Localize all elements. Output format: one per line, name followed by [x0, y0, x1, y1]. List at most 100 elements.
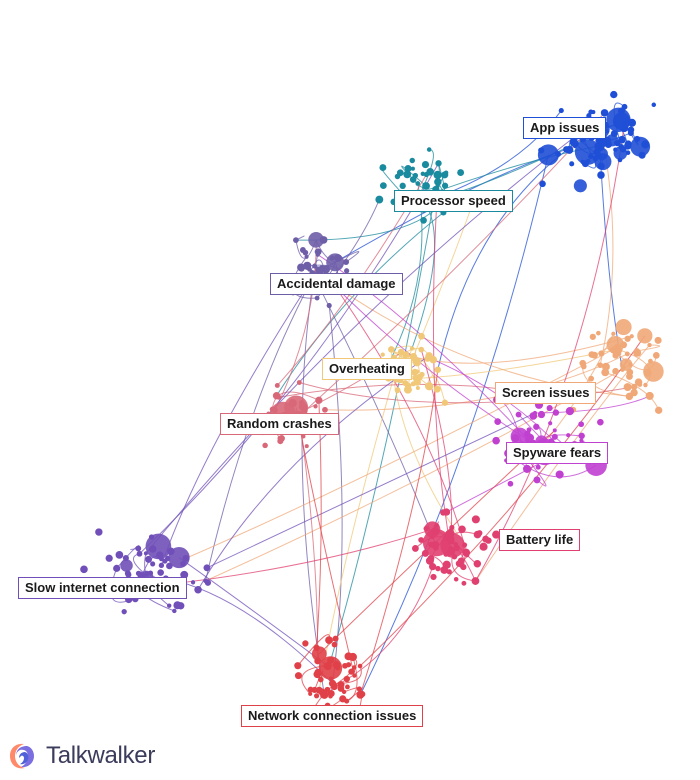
graph-node	[457, 169, 465, 177]
graph-node	[535, 464, 541, 470]
graph-node	[645, 391, 654, 400]
graph-node	[394, 387, 401, 394]
graph-node	[654, 336, 662, 344]
graph-node	[558, 108, 564, 114]
graph-node	[601, 362, 610, 371]
graph-node	[415, 386, 420, 391]
graph-node	[449, 527, 454, 533]
graph-node	[533, 476, 541, 484]
graph-node	[412, 172, 419, 179]
graph-node	[95, 528, 103, 536]
graph-node	[441, 182, 449, 189]
graph-node	[80, 565, 88, 574]
graph-edge	[139, 163, 439, 555]
graph-node	[293, 237, 299, 244]
graph-node	[120, 559, 133, 572]
graph-node	[269, 406, 276, 412]
graph-node	[546, 405, 553, 412]
graph-edge	[274, 239, 317, 411]
graph-node	[341, 689, 347, 695]
graph-node	[388, 346, 395, 353]
graph-edge	[359, 154, 549, 696]
graph-node	[288, 398, 297, 408]
graph-edge	[145, 129, 584, 554]
graph-node	[409, 157, 415, 164]
graph-node	[442, 560, 451, 569]
graph-node	[352, 673, 357, 678]
graph-node	[420, 171, 425, 176]
graph-node	[343, 258, 350, 266]
graph-edge	[165, 577, 333, 684]
graph-node	[565, 407, 575, 416]
graph-node	[471, 515, 480, 524]
graph-node	[588, 351, 596, 358]
graph-node	[307, 686, 314, 693]
graph-node	[589, 333, 596, 340]
graph-node	[314, 668, 322, 676]
graph-edge	[318, 351, 402, 691]
graph-node	[158, 562, 165, 569]
cluster-label-battery-life: Battery life	[499, 529, 581, 551]
graph-node	[313, 404, 318, 409]
graph-node	[595, 137, 601, 144]
graph-node	[597, 362, 604, 369]
graph-node	[302, 640, 309, 647]
graph-node	[630, 388, 638, 397]
graph-node	[624, 335, 631, 342]
graph-node	[492, 436, 500, 445]
graph-node	[610, 90, 618, 99]
graph-node	[418, 346, 425, 353]
graph-node	[434, 178, 442, 186]
graph-node	[173, 601, 182, 610]
graph-node	[308, 691, 313, 696]
graph-node	[598, 350, 605, 357]
graph-node	[304, 444, 309, 449]
graph-node	[298, 265, 305, 272]
graph-node	[624, 140, 632, 148]
graph-node	[303, 408, 308, 414]
graph-node	[323, 662, 332, 671]
cluster-label-overheating: Overheating	[322, 358, 412, 380]
graph-node	[348, 652, 357, 662]
graph-edge	[475, 122, 626, 582]
graph-node	[262, 442, 268, 449]
graph-node	[573, 179, 587, 193]
graph-node	[629, 334, 634, 339]
graph-node	[143, 551, 148, 556]
graph-node	[322, 406, 328, 413]
graph-node	[145, 555, 153, 563]
graph-node	[319, 236, 328, 244]
graph-node	[441, 399, 449, 406]
graph-node	[348, 668, 355, 675]
graph-node	[458, 562, 465, 568]
graph-node	[615, 319, 632, 336]
cluster-label-spyware-fears: Spyware fears	[506, 442, 609, 464]
graph-node	[578, 432, 585, 440]
graph-node	[453, 576, 459, 582]
graph-edge	[346, 656, 358, 702]
graph-edge	[178, 557, 331, 669]
graph-node	[203, 564, 211, 572]
graph-node	[578, 421, 585, 428]
graph-node	[566, 433, 571, 438]
graph-node	[194, 585, 202, 594]
graph-node	[149, 545, 157, 553]
graph-node	[144, 571, 150, 577]
graph-edge	[197, 355, 430, 590]
graph-node	[412, 358, 422, 367]
graph-node	[443, 551, 449, 557]
graph-edge	[359, 335, 646, 667]
graph-node	[420, 217, 427, 224]
graph-node	[471, 577, 480, 585]
cluster-label-processor-speed: Processor speed	[394, 190, 513, 212]
graph-node	[338, 681, 344, 687]
graph-node	[345, 684, 350, 690]
graph-node	[136, 546, 141, 552]
graph-node	[115, 551, 124, 559]
graph-edge	[605, 371, 660, 411]
graph-node	[453, 544, 460, 552]
graph-node	[125, 571, 132, 578]
graph-node	[588, 109, 594, 115]
talkwalker-logo: Talkwalker	[4, 738, 155, 774]
graph-node	[430, 573, 437, 581]
